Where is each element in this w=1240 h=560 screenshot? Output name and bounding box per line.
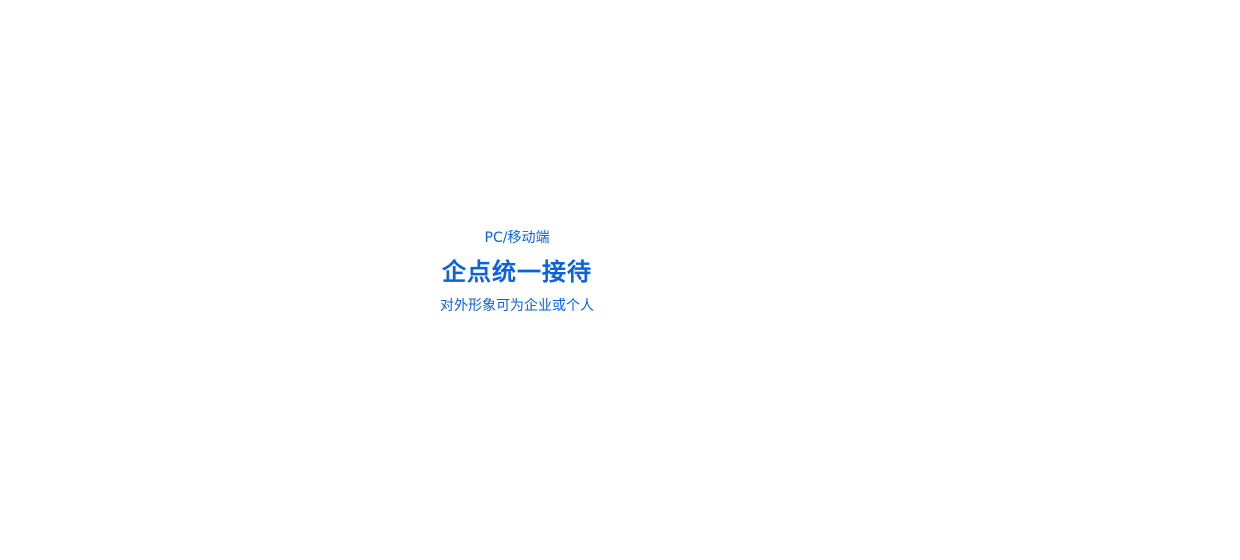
hero-subline: 对外形象可为企业或个人: [440, 298, 594, 314]
hero-headline: 企点统一接待: [442, 258, 592, 286]
hero-text-block: PC/移动端 企点统一接待 对外形象可为企业或个人: [0, 228, 1034, 316]
hero-eyebrow: PC/移动端: [484, 230, 550, 246]
